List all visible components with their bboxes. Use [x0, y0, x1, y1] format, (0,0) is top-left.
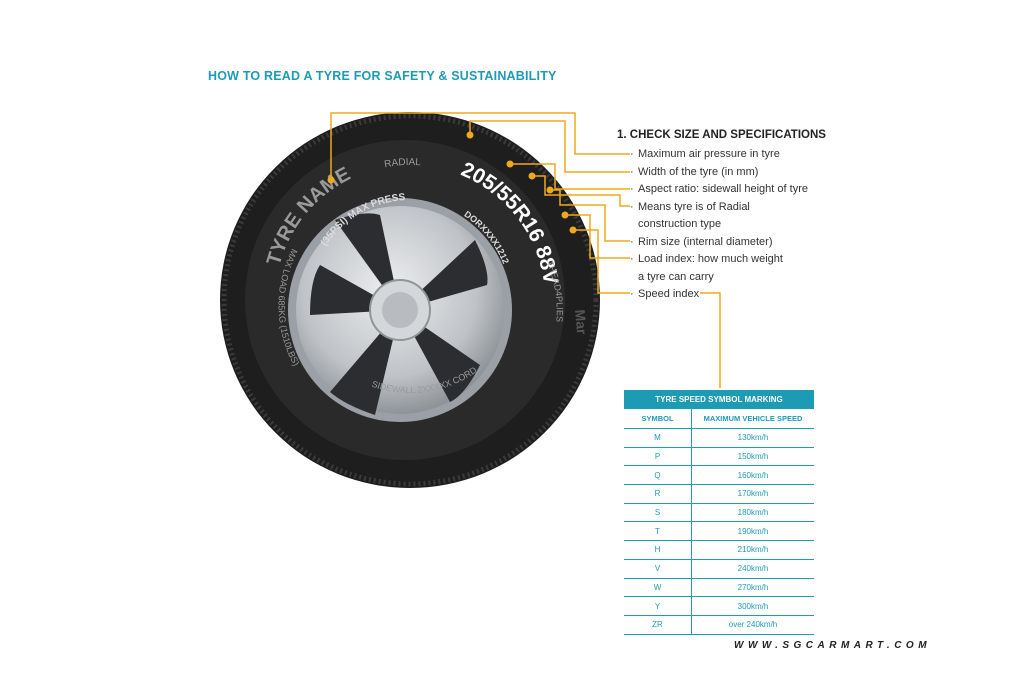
- spec-item-width: Width of the tyre (in mm): [630, 164, 808, 182]
- symbol-cell: H: [624, 540, 692, 560]
- speed-cell: 300km/h: [691, 596, 814, 616]
- symbol-cell: W: [624, 578, 692, 598]
- spec-item-air-pressure: Maximum air pressure in tyre: [630, 146, 808, 164]
- speed-cell: over 240km/h: [691, 615, 814, 635]
- check-heading: 1. CHECK SIZE AND SPECIFICATIONS: [617, 129, 826, 141]
- symbol-cell: P: [624, 447, 692, 467]
- symbol-cell: M: [624, 428, 692, 448]
- hub-cap: [382, 292, 418, 328]
- symbol-cell: V: [624, 559, 692, 579]
- spec-item-radial: Means tyre is of Radial: [630, 199, 808, 217]
- spec-item-rim-size: Rim size (internal diameter): [630, 234, 808, 252]
- speed-cell: 160km/h: [691, 465, 814, 486]
- symbol-cell: R: [624, 484, 692, 504]
- symbol-cell: Y: [624, 596, 692, 616]
- speed-cell: 150km/h: [691, 447, 814, 467]
- symbol-cell: T: [624, 521, 692, 542]
- speed-cell: 170km/h: [691, 484, 814, 504]
- spec-item-radial-cont: construction type: [638, 218, 722, 230]
- speed-cell: 130km/h: [691, 428, 814, 448]
- speed-table-title: TYRE SPEED SYMBOL MARKING: [624, 390, 814, 409]
- header-symbol: SYMBOL: [624, 409, 692, 429]
- page-title: HOW TO READ A TYRE FOR SAFETY & SUSTAINA…: [208, 69, 557, 83]
- symbol-cell: ZR: [624, 615, 692, 635]
- radial-text: RADIAL: [383, 157, 421, 170]
- spec-item-speed-index: Speed index: [630, 286, 808, 304]
- speed-cell: 210km/h: [691, 540, 814, 560]
- symbol-cell: Q: [624, 465, 692, 486]
- spec-item-load-index-cont: a tyre can carry: [638, 270, 714, 283]
- watermark: WWW.SGCARMART.COM: [734, 640, 932, 651]
- spec-item-load-index: Load index: how much weight: [630, 251, 808, 269]
- tyre-tread: [221, 113, 599, 487]
- header-max-speed: MAXIMUM VEHICLE SPEED: [691, 409, 814, 429]
- speed-symbol-table: TYRE SPEED SYMBOL MARKING SYMBOL MAXIMUM…: [624, 390, 814, 635]
- symbol-cell: S: [624, 503, 692, 523]
- brand-text: Mar: [572, 309, 590, 336]
- speed-cell: 190km/h: [691, 521, 814, 542]
- tyre-illustration: TYRE NAME (35PSI) MAX PRESS RADIAL 205/5…: [220, 112, 600, 488]
- speed-cell: 240km/h: [691, 559, 814, 579]
- spec-item-aspect-ratio: Aspect ratio: sidewall height of tyre: [630, 181, 808, 199]
- speed-cell: 180km/h: [691, 503, 814, 523]
- spec-list: Maximum air pressure in tyre Width of th…: [630, 146, 808, 304]
- speed-cell: 270km/h: [691, 578, 814, 598]
